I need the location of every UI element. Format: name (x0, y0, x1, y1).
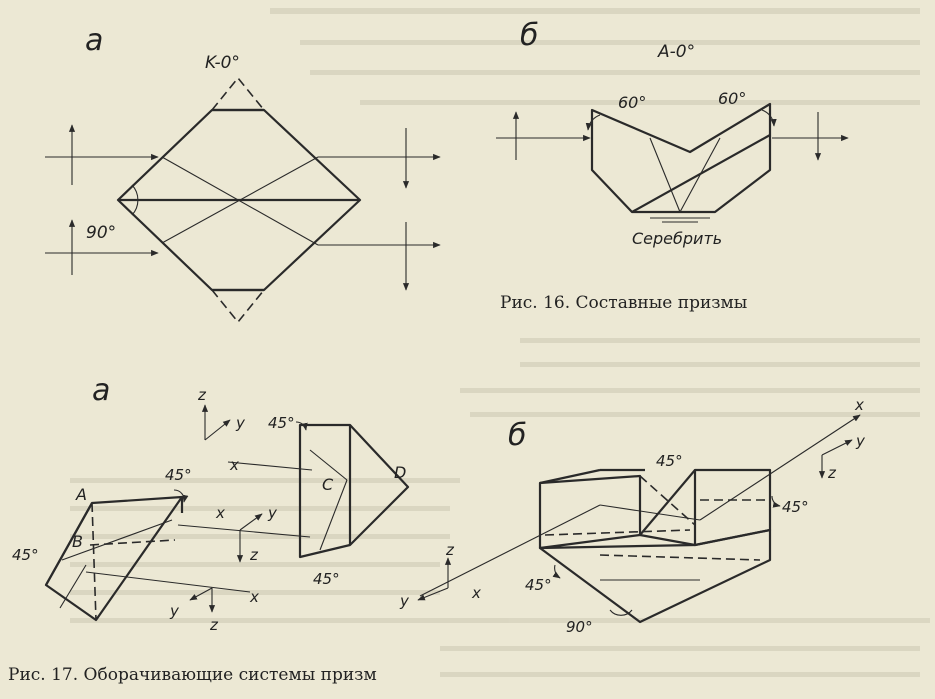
fig17a-angle-bottom: 45° (313, 570, 340, 588)
fig16b-panel-letter: б (520, 18, 539, 53)
fig17a-point-b: B (72, 532, 83, 551)
bleed-through-text (70, 8, 930, 677)
fig16a-panel-letter: а (85, 23, 103, 58)
figure16-caption: Рис. 16. Составные призмы (500, 293, 747, 313)
fig16a-angle-arc (131, 184, 139, 216)
fig17b-prism-left (538, 474, 642, 550)
fig17a-angle-mid: 45° (268, 414, 295, 432)
fig16a-angle-label: 90° (86, 223, 116, 243)
fig17b-panel-letter: б (508, 418, 527, 453)
fig16b-compound-prism: б A-0° 60° 60° Серебрить (496, 18, 849, 248)
fig17b-axis2-x: x (471, 584, 481, 602)
fig17a-point-d: D (394, 463, 406, 482)
fig17a-angle-top: 45° (165, 466, 192, 484)
fig17b-axis-x-top: x (854, 396, 864, 414)
fig17b-prism-system: б x 45° 45° 45° 90° y z (399, 396, 866, 636)
fig17a-point-c: C (322, 475, 334, 494)
fig17b-axis2-z: z (445, 541, 455, 559)
fig17a-axis1-z: z (197, 386, 207, 404)
fig16a-roof-label: K-0° (205, 53, 240, 73)
fig16a-compound-prism: а K-0° 90° (45, 23, 441, 324)
fig17b-prism-bottom (538, 528, 772, 624)
fig16a-roof-bottom-dashed (211, 289, 265, 324)
fig17b-axis1-z: z (827, 464, 837, 482)
fig17b-angle-bottom: 90° (566, 618, 593, 636)
fig17a-prism2 (298, 423, 410, 559)
fig17a-axis1-x: x (229, 456, 239, 474)
fig17a-axis3-y: y (169, 602, 180, 620)
fig17a-axis3-x: x (249, 588, 259, 606)
fig17a-axis3-z: z (209, 616, 219, 634)
fig16b-top-label: A-0° (657, 42, 695, 62)
fig17a-axis2-z: z (249, 546, 259, 564)
fig17b-angle-right: 45° (782, 498, 809, 516)
fig16a-roof-top-dashed (211, 76, 265, 111)
fig17a-panel-letter: а (92, 373, 110, 408)
fig16b-angle-left: 60° (618, 93, 646, 112)
fig16b-prism-outline (590, 102, 772, 214)
fig17a-porro-system: а A B 45° 45° C D 45° 45° z y x (12, 373, 410, 634)
fig17b-axis2-y: y (399, 592, 410, 610)
fig16b-angle-right: 60° (718, 89, 746, 108)
fig17a-angle-left: 45° (12, 546, 39, 564)
fig17a-axis2-x: x (215, 504, 225, 522)
fig17a-axis2-y: y (267, 504, 278, 522)
fig17b-axis1-y: y (855, 432, 866, 450)
fig16b-silver-note: Серебрить (632, 229, 722, 248)
fig17a-axis1-y: y (235, 414, 246, 432)
fig17b-angle-left: 45° (525, 576, 552, 594)
fig17a-point-a: A (75, 485, 87, 504)
figure17-caption: Рис. 17. Оборачивающие системы призм (8, 665, 377, 685)
fig17b-angle-top: 45° (656, 452, 683, 470)
